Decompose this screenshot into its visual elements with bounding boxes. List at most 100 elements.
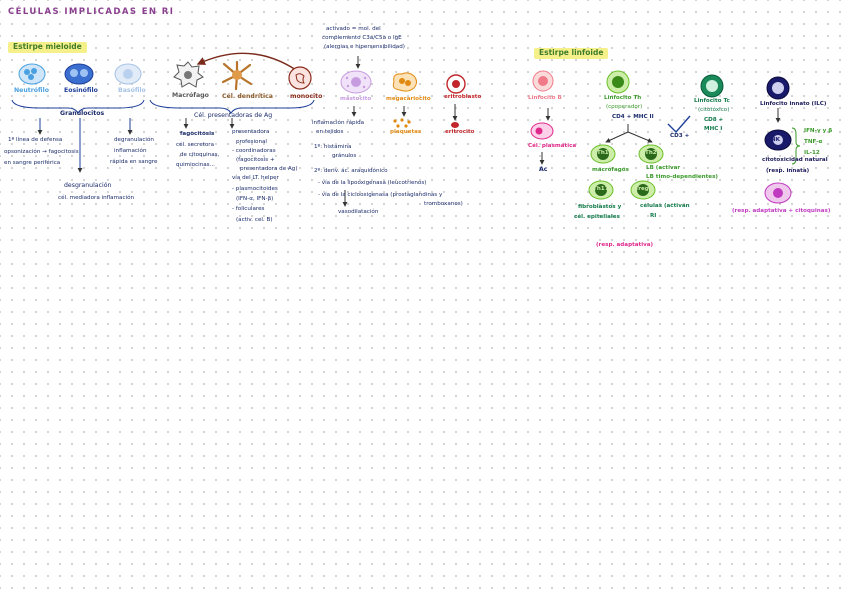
th2-target-1: LB (activar: [646, 165, 681, 171]
th17-label: Th17: [593, 186, 609, 192]
mastocito-note-3: 1º: histamina: [314, 144, 352, 150]
linfocito-th-sub: (cooperador): [606, 104, 643, 110]
eosinofilo-cell-icon: [64, 63, 94, 85]
th2-cell-icon: [638, 144, 664, 164]
linfocito-tc-label: Linfocito Tc: [694, 98, 730, 104]
linfocito-tc-sub: (citotóxico): [698, 107, 730, 113]
dendritica-note-4: (fagocitosis +: [236, 157, 275, 163]
plasmatica-cell-icon: [530, 122, 554, 140]
neutrofilo-note-3: en sangre periférica: [4, 160, 61, 166]
dendritica-note-9: - foliculares: [232, 206, 265, 212]
th1-label: Th1: [597, 150, 609, 156]
page-title: CÉLULAS IMPLICADAS EN RI: [8, 7, 175, 17]
mastocito-cell-icon: [340, 70, 372, 94]
macrofago-note-4: quimiocinas...: [176, 162, 215, 168]
megacariocito-cell-icon: [392, 72, 417, 92]
linfocito-th-label: Linfocito Th: [604, 95, 642, 101]
anticuerpo-label: Ac: [539, 166, 548, 173]
plaquetas-label: plaquetas: [390, 129, 422, 135]
basofilo-note-1: degranulación: [114, 137, 154, 143]
mastocito-note-1: inflamación rápida: [312, 120, 365, 126]
dendritica-note-6: vía del LT. helper: [232, 175, 279, 181]
mastocito-note-4: gránulos: [332, 153, 357, 159]
linfocito-innato-label: Linfocito innato (ILC): [760, 101, 827, 107]
nk-cell-icon: [764, 129, 792, 151]
plasmatica-label: Cél. plasmática: [528, 143, 577, 149]
dendritica-label: Cél. dendrítica: [222, 93, 273, 100]
cd3-label: CD3 +: [670, 133, 690, 139]
mastocito-label: mastocito: [340, 96, 372, 102]
dendritica-cell-icon: [221, 60, 253, 90]
basofilo-cell-icon: [114, 63, 142, 85]
treg-cell-icon: [630, 180, 656, 200]
th1-target: macrófagos: [592, 167, 629, 173]
mhc1-label: MHC I: [704, 126, 723, 132]
neutrofilo-note-1: 1ª línea de defensa: [8, 137, 63, 143]
megacariocito-label: megacariocito: [386, 96, 431, 102]
neutrofilo-label: Neutrófilo: [14, 87, 49, 94]
monocito-cell-icon: [288, 66, 312, 90]
nk-cytokine-3: IL-12: [804, 150, 820, 156]
nk-cytokine-2: TNF-α: [804, 139, 823, 145]
neutrofilo-note-2: opsonización → fagocitosis: [4, 149, 79, 155]
ilc-cell-icon: [764, 182, 792, 204]
linfocito-innato-cell-icon: [766, 76, 790, 100]
mieloide-header: Estirpe mieloide: [8, 42, 87, 53]
th17-cell-icon: [588, 180, 614, 200]
mastocito-note-7: - vía de la ciclooxigenasa (prostaglandi…: [318, 192, 443, 198]
macrofago-note-1: fagocitosis: [180, 131, 215, 137]
mastocito-note-9: vasodilatación: [338, 209, 379, 215]
linfocito-tc-cell-icon: [700, 74, 724, 98]
treg-label: Treg: [635, 186, 649, 192]
th2-label: Th2: [645, 150, 657, 156]
th17-target-1: fibroblastos y: [578, 204, 622, 210]
dendritica-note-5: presentadora de Ag): [240, 166, 298, 172]
th1-cell-icon: [590, 144, 616, 164]
treg-target-2: RI: [650, 213, 657, 219]
nk-function-label: citotoxicidad natural: [762, 157, 828, 163]
eritrocito-icon: [451, 122, 459, 128]
nk-cytokine-1: IFN-γ y β: [804, 128, 833, 134]
apc-label: Cél. presentadoras de Ag: [194, 112, 273, 119]
mastocito-activation-3: (alergias e hipersensibilidad): [324, 44, 405, 50]
monocito-label: monocito: [290, 93, 323, 100]
neutrofilo-cell-icon: [18, 63, 46, 85]
eritroblasto-label: eritroblasto: [444, 94, 482, 100]
linfocito-th-cell-icon: [606, 70, 630, 94]
treg-target-1: células (activan: [640, 203, 690, 209]
dendritica-note-1: presentadora: [232, 129, 270, 135]
eritroblasto-cell-icon: [446, 74, 466, 94]
dendritica-note-3: - coordinadoras: [232, 148, 276, 154]
eosinofilo-note-2: cél. mediadora inflamación: [58, 195, 135, 201]
dendritica-note-7: - plasmocitoides: [232, 186, 278, 192]
plaquetas-icon: [393, 118, 411, 128]
macrofago-note-2: cél. secretora: [176, 142, 215, 148]
basofilo-note-2: inflamación: [114, 148, 147, 154]
mastocito-note-8: tromboxanos): [424, 201, 463, 207]
macrofago-label: Macrófago: [172, 92, 209, 99]
dendritica-note-10: (activ. cel. B): [236, 217, 273, 223]
th17-target-2: cél. epiteliales: [574, 214, 620, 220]
cd4-mhc-label: CD4 + MHC II: [612, 114, 654, 120]
mastocito-activation-2: complemento C3a/C5a o IgE: [322, 35, 402, 41]
basofilo-note-3: rápida en sangre: [110, 159, 158, 165]
granulocitos-label: Granulocitos: [60, 110, 105, 117]
eritrocito-label: eritrocito: [445, 129, 475, 135]
ilc-resp-label: (resp. adaptativa + citoquinas): [732, 208, 831, 214]
nk-resp-label: (resp. innata): [766, 168, 810, 174]
linfocito-b-cell-icon: [532, 70, 554, 92]
eosinofilo-note-1: desgranulación: [64, 182, 112, 189]
linfoide-header: Estirpe linfoide: [534, 48, 609, 59]
th-resp-label: (resp. adaptativa): [596, 242, 654, 248]
eosinofilo-label: Eosinófilo: [64, 87, 98, 94]
cd8-label: CD8 +: [704, 117, 724, 123]
mastocito-note-2: en tejidos: [316, 129, 344, 135]
th2-target-2: LB timo-dependientes): [646, 174, 718, 180]
dendritica-note-8: (IFN-α, IFN-β): [236, 196, 274, 202]
mastocito-note-6: - vía de la lipooxigenasa (leucotrienos): [318, 180, 427, 186]
basofilo-label: Basófilo: [118, 87, 146, 94]
macrofago-cell-icon: [173, 61, 204, 88]
linfocito-b-label: Linfocito B: [528, 95, 562, 101]
mastocito-activation-1: activado = mol. del: [326, 26, 381, 32]
